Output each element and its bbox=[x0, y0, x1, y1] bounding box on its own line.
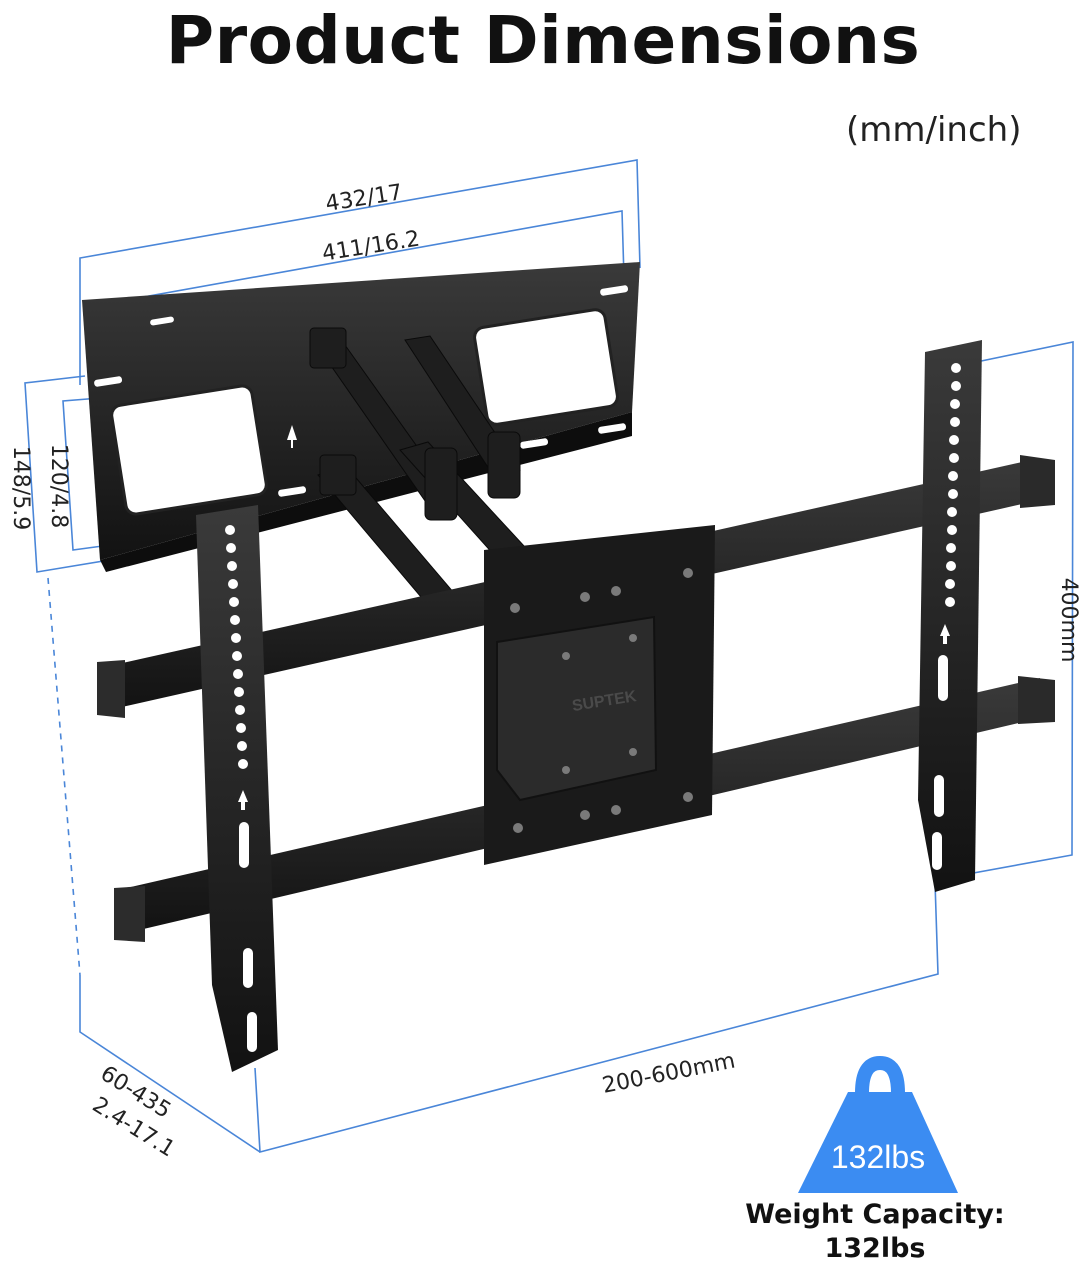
weight-handle-icon bbox=[855, 1055, 905, 1094]
label-vesa-horizontal: 200-600mm bbox=[600, 1048, 737, 1098]
weight-caption-line1: Weight Capacity: bbox=[745, 1199, 1005, 1230]
weight-caption-line2: 132lbs bbox=[824, 1233, 926, 1264]
weight-badge: 132lbs bbox=[798, 1055, 958, 1193]
dimline-overall-width bbox=[79, 159, 641, 385]
dimline-vesa-horizontal bbox=[254, 881, 939, 1154]
right-bracket-holes bbox=[932, 363, 961, 870]
dimline-extension bbox=[79, 975, 261, 1153]
center-adapter-plate: SUPTEK bbox=[484, 525, 715, 865]
dimline-overall-height bbox=[24, 375, 141, 573]
weight-icon bbox=[798, 1092, 958, 1193]
unit-note: (mm/inch) bbox=[846, 110, 1022, 150]
label-overall-width: 432/17 bbox=[324, 180, 404, 217]
label-hole-width: 411/16.2 bbox=[320, 227, 421, 267]
dimension-lines bbox=[24, 159, 1074, 1154]
label-hole-height: 120/4.8 bbox=[46, 444, 71, 528]
weight-badge-label: 132lbs bbox=[831, 1139, 925, 1175]
right-tv-bracket bbox=[918, 340, 982, 892]
dimline-hole-height bbox=[62, 397, 111, 551]
weight-caption: Weight Capacity: 132lbs bbox=[730, 1198, 1020, 1266]
label-overall-height: 148/5.9 bbox=[8, 446, 33, 530]
label-vesa-vertical: 400mm bbox=[1056, 578, 1081, 663]
left-tv-bracket bbox=[196, 505, 278, 1072]
dimline-extension-dashed bbox=[47, 577, 81, 976]
page-title: Product Dimensions bbox=[165, 2, 921, 79]
left-bracket-holes bbox=[225, 525, 257, 1052]
dimline-vesa-vertical bbox=[934, 341, 1074, 881]
